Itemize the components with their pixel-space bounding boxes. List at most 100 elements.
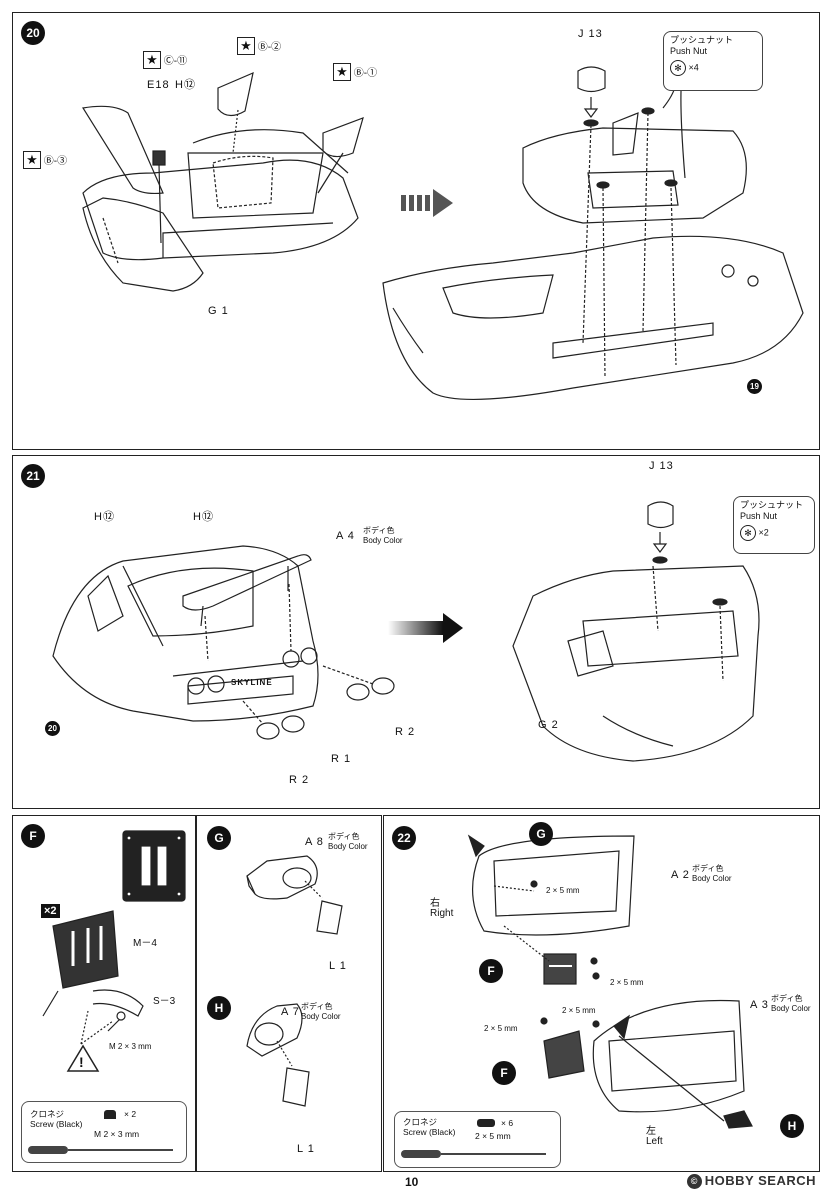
part-label-g1: G 1 (208, 305, 229, 317)
screwdriver-icon (401, 1150, 441, 1158)
paint-code: Ⓑ-② (257, 42, 282, 53)
part-label-r2: R 2 (289, 774, 310, 786)
screw-spec: 2 × 5 mm (475, 1131, 511, 1141)
watermark-text: HOBBY SEARCH (704, 1173, 816, 1188)
sub-assembly-h-badge: H (207, 996, 231, 1020)
push-nut-en: Push Nut (670, 45, 708, 56)
body-color-jp: ボディ色 (771, 994, 803, 1003)
watermark: ©HOBBY SEARCH (686, 1173, 816, 1189)
step-22-illustration (467, 834, 753, 1129)
sub-assembly-f-illustration (42, 830, 186, 1072)
sub-assembly-f-badge: F (492, 1061, 516, 1085)
part-label-j13: J 13 (578, 28, 603, 40)
warning-icon: ! (79, 1054, 84, 1070)
paint-callout-b2: ★ Ⓑ-② (237, 37, 281, 55)
right-jp: 右 (430, 898, 440, 909)
screw-jp: クロネジ (403, 1117, 438, 1127)
push-nut-jp: プッシュナット (670, 35, 734, 45)
sub-assembly-h-badge: H (780, 1114, 804, 1138)
part-label-h12: H⑫ (94, 511, 115, 523)
star-paint-icon: ★ (237, 37, 255, 55)
sub-assembly-f-panel: F ×2 M－4 S－3 M 2 × 3 mm ! クロネジ Screw (Bl… (12, 815, 196, 1172)
right-en: Right (430, 908, 454, 919)
part-label-a4: A 4 (336, 530, 355, 542)
part-label-h12: H⑫ (193, 511, 214, 523)
push-nut-icon: ✻ (670, 59, 686, 76)
part-label-h12: H⑫ (175, 79, 196, 91)
body-color-en: Body Color (301, 1012, 341, 1021)
body-color-en: Body Color (328, 842, 368, 851)
sub-assembly-g-badge: G (529, 822, 553, 846)
screw-jp: クロネジ (30, 1109, 65, 1119)
step-20-panel: 20 ★ Ⓒ-⑪ ★ Ⓑ-② ★ Ⓑ-① ★ Ⓑ-③ E18 H⑫ G 1 J … (12, 12, 820, 450)
screw-icon (104, 1110, 116, 1119)
push-nut-jp: プッシュナット (740, 500, 804, 510)
screw-size-label: 2 × 5 mm (562, 1006, 596, 1015)
part-label-r1: R 1 (331, 753, 352, 765)
push-nut-icon: ✻ (740, 524, 756, 541)
screwdriver-shaft (68, 1149, 173, 1151)
sub-assembly-f-badge: F (479, 959, 503, 983)
left-jp: 左 (646, 1126, 656, 1137)
body-color-jp: ボディ色 (692, 864, 724, 873)
copyright-icon: © (686, 1174, 702, 1189)
paint-callout-b1: ★ Ⓑ-① (333, 63, 377, 81)
part-label-r2: R 2 (395, 726, 416, 738)
step-number-badge: 22 (392, 826, 416, 850)
sub-assembly-g-badge: G (207, 826, 231, 850)
paint-callout-b3: ★ Ⓑ-③ (23, 151, 67, 169)
body-color-en: Body Color (692, 874, 732, 883)
step-22-panel: 22 G A 2 ボディ色 Body Color 右 Right 2 × 5 m… (383, 815, 820, 1172)
push-nut-en: Push Nut (740, 510, 778, 521)
mirror-assembly-illustration (246, 855, 343, 1107)
skyline-badge: SKYLINE (231, 678, 273, 687)
part-label-l1: L 1 (297, 1143, 315, 1155)
screwdriver-shaft (441, 1153, 546, 1155)
body-color-jp: ボディ色 (363, 526, 395, 535)
push-nut-qty: ×4 (688, 61, 699, 72)
body-color-jp: ボディ色 (301, 1002, 333, 1011)
part-label-e18: E18 (147, 79, 170, 91)
mirror-assembly-panel: G A 8 ボディ色 Body Color L 1 H A 7 ボディ色 Bod… (196, 815, 382, 1172)
screw-callout-box: クロネジ Screw (Black) × 6 2 × 5 mm (394, 1111, 561, 1168)
screw-size-label: 2 × 5 mm (484, 1024, 518, 1033)
screw-size-label: M 2 × 3 mm (109, 1042, 152, 1051)
screw-size-label: 2 × 5 mm (546, 886, 580, 895)
screw-en: Screw (Black) (403, 1127, 456, 1137)
step-20-illustration (82, 66, 804, 401)
quantity-tag: ×2 (41, 904, 60, 918)
part-label-s3: S－3 (153, 996, 176, 1007)
screw-spec: M 2 × 3 mm (94, 1129, 140, 1139)
step-number-badge: 21 (21, 464, 45, 488)
step-21-illustration (52, 501, 760, 762)
paint-code: Ⓒ-⑪ (163, 56, 188, 67)
part-label-a7: A 7 (281, 1006, 300, 1018)
part-label-a8: A 8 (305, 836, 324, 848)
sub-assembly-f-badge: F (21, 824, 45, 848)
part-label-a3: A 3 (750, 999, 769, 1011)
part-label-m4: M－4 (133, 938, 157, 949)
screw-qty: × 6 (501, 1118, 514, 1128)
screw-size-label: 2 × 5 mm (610, 978, 644, 987)
body-color-jp: ボディ色 (328, 832, 360, 841)
part-label-g2: G 2 (538, 719, 559, 731)
step-number-badge: 20 (21, 21, 45, 45)
star-paint-icon: ★ (143, 51, 161, 69)
screwdriver-icon (28, 1146, 68, 1154)
screw-icon (477, 1119, 495, 1127)
paint-callout-c11: ★ Ⓒ-⑪ (143, 51, 187, 69)
star-paint-icon: ★ (23, 151, 41, 169)
body-color-en: Body Color (771, 1004, 811, 1013)
paint-code: Ⓑ-③ (43, 156, 68, 167)
ref-step-20: 20 (45, 721, 60, 736)
star-paint-icon: ★ (333, 63, 351, 81)
step-21-panel: 21 H⑫ H⑫ A 4 ボディ色 Body Color 20 R 2 R 1 … (12, 455, 820, 809)
paint-code: Ⓑ-① (353, 68, 378, 79)
page-number: 10 (405, 1175, 419, 1189)
part-label-a2: A 2 (671, 869, 690, 881)
push-nut-qty: ×2 (758, 526, 769, 537)
push-nut-callout: プッシュナット Push Nut ✻ ×2 (733, 496, 815, 554)
push-nut-callout: プッシュナット Push Nut ✻ ×4 (663, 31, 763, 91)
body-color-en: Body Color (363, 536, 403, 545)
